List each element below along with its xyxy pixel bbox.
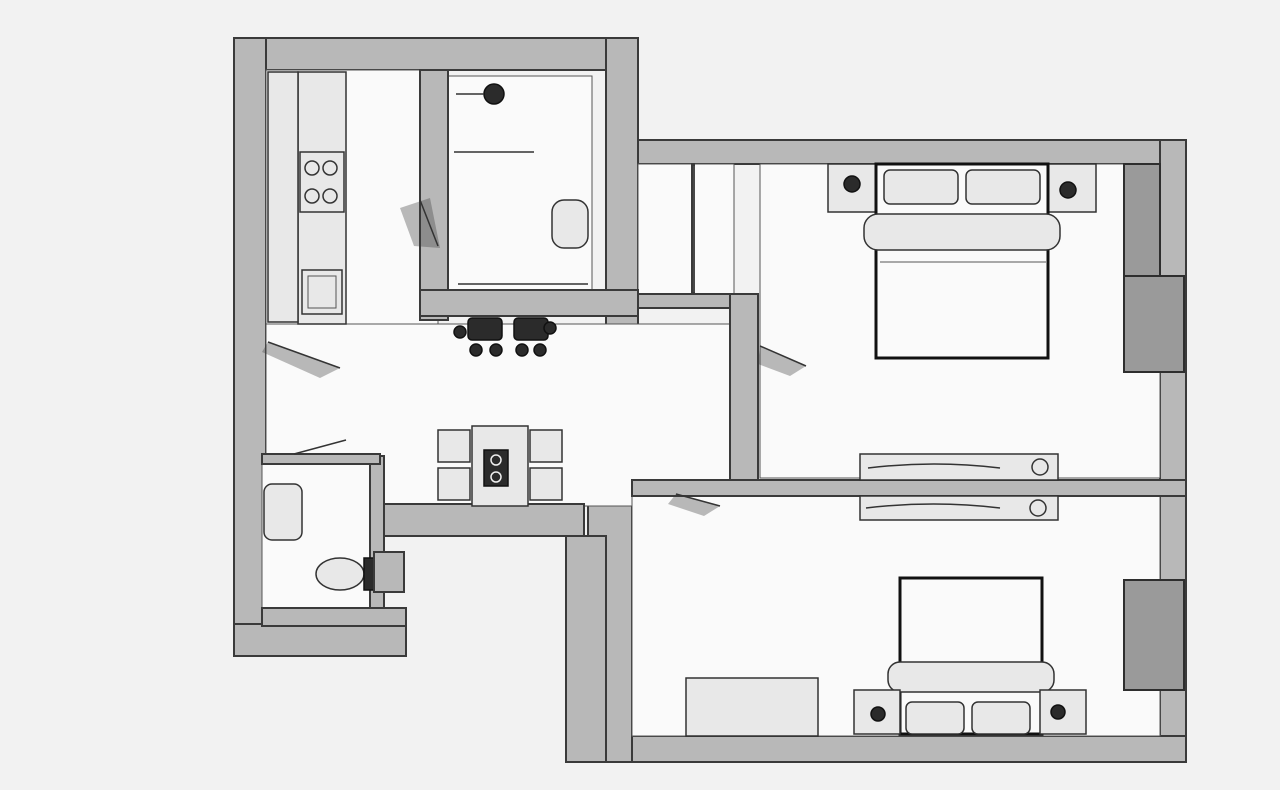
wall-top-right — [637, 139, 1187, 165]
closet-floor — [637, 163, 735, 295]
wall-wc-top — [261, 453, 381, 465]
window-bedroom1 — [1123, 275, 1185, 373]
speaker-icon — [1031, 458, 1049, 476]
table-hob — [483, 449, 509, 487]
wall-kitchen-shower — [419, 69, 449, 321]
bedroom-2 — [668, 493, 1087, 737]
bedroom-1-door-leaf — [759, 345, 807, 367]
burner-icon — [322, 188, 338, 204]
chair — [437, 429, 471, 463]
door-shadow — [262, 342, 340, 378]
stool-leg — [489, 343, 503, 357]
lamp-icon — [843, 175, 861, 193]
dining-table — [437, 425, 563, 507]
wall-bedroom1-left — [729, 293, 759, 485]
shower-room — [400, 83, 589, 285]
wall-bottom-wc — [233, 623, 407, 657]
tv-icon — [865, 503, 1001, 509]
burner-icon — [304, 160, 320, 176]
shower-room-floor — [447, 75, 593, 291]
burner-icon — [304, 188, 320, 204]
pillow — [883, 169, 959, 205]
door-shadow — [668, 494, 720, 516]
kitchen — [262, 71, 347, 378]
kitchen-door-leaf — [267, 341, 341, 369]
bar-stools — [453, 317, 557, 357]
wall-hall-bottom — [383, 503, 585, 537]
wall-between-bedrooms — [631, 479, 1187, 497]
wc — [263, 439, 405, 593]
folded-duvet — [863, 213, 1061, 251]
washbasin — [551, 199, 589, 249]
burner-icon — [322, 160, 338, 176]
kitchen-cabinet — [267, 71, 299, 323]
wc-washbasin — [263, 483, 303, 541]
stool-seat — [513, 317, 549, 341]
pillow — [971, 701, 1031, 735]
stool-leg — [533, 343, 547, 357]
stool-seat — [467, 317, 503, 341]
stool-leg — [515, 343, 529, 357]
wc-shaft — [373, 551, 405, 593]
tv-icon — [867, 463, 1001, 469]
stool-leg — [469, 343, 483, 357]
stool-back — [543, 321, 557, 335]
stool-back — [453, 325, 467, 339]
chair — [529, 429, 563, 463]
folded-duvet — [887, 661, 1055, 693]
lamp-icon — [870, 706, 886, 722]
wall-top-left — [233, 37, 639, 71]
wardrobe-bedroom1-top — [1123, 163, 1161, 277]
wall-step — [565, 535, 607, 763]
dresser — [685, 677, 819, 737]
wall-wc-bottom — [261, 607, 407, 627]
shower-head-icon — [483, 83, 505, 105]
hob-ring-icon — [490, 454, 502, 466]
pillow — [965, 169, 1041, 205]
lamp-icon — [1059, 181, 1077, 199]
tv-stand — [859, 495, 1059, 521]
wall-bottom-right — [587, 735, 1187, 763]
wall-left — [233, 37, 267, 657]
sink-basin — [307, 275, 337, 309]
speaker-icon — [1029, 499, 1047, 517]
shower-door-leaf — [419, 199, 439, 247]
tv-stand — [859, 453, 1059, 481]
door-shadow — [400, 198, 440, 248]
hob-ring-icon — [490, 471, 502, 483]
chair — [437, 467, 471, 501]
bedroom-1 — [758, 162, 1097, 481]
kitchen-sink — [301, 269, 343, 315]
wc-door-leaf — [293, 439, 347, 455]
door-shadow — [758, 346, 806, 376]
toilet-bowl — [315, 557, 365, 591]
cooktop — [299, 151, 345, 213]
chair — [529, 467, 563, 501]
lamp-icon — [1050, 704, 1066, 720]
pillow — [905, 701, 965, 735]
wall-shower-bottom — [419, 289, 639, 317]
interior-walls — [261, 69, 1187, 691]
bedroom-2-door-leaf — [675, 493, 721, 507]
wardrobe-bedroom2 — [1123, 579, 1185, 691]
